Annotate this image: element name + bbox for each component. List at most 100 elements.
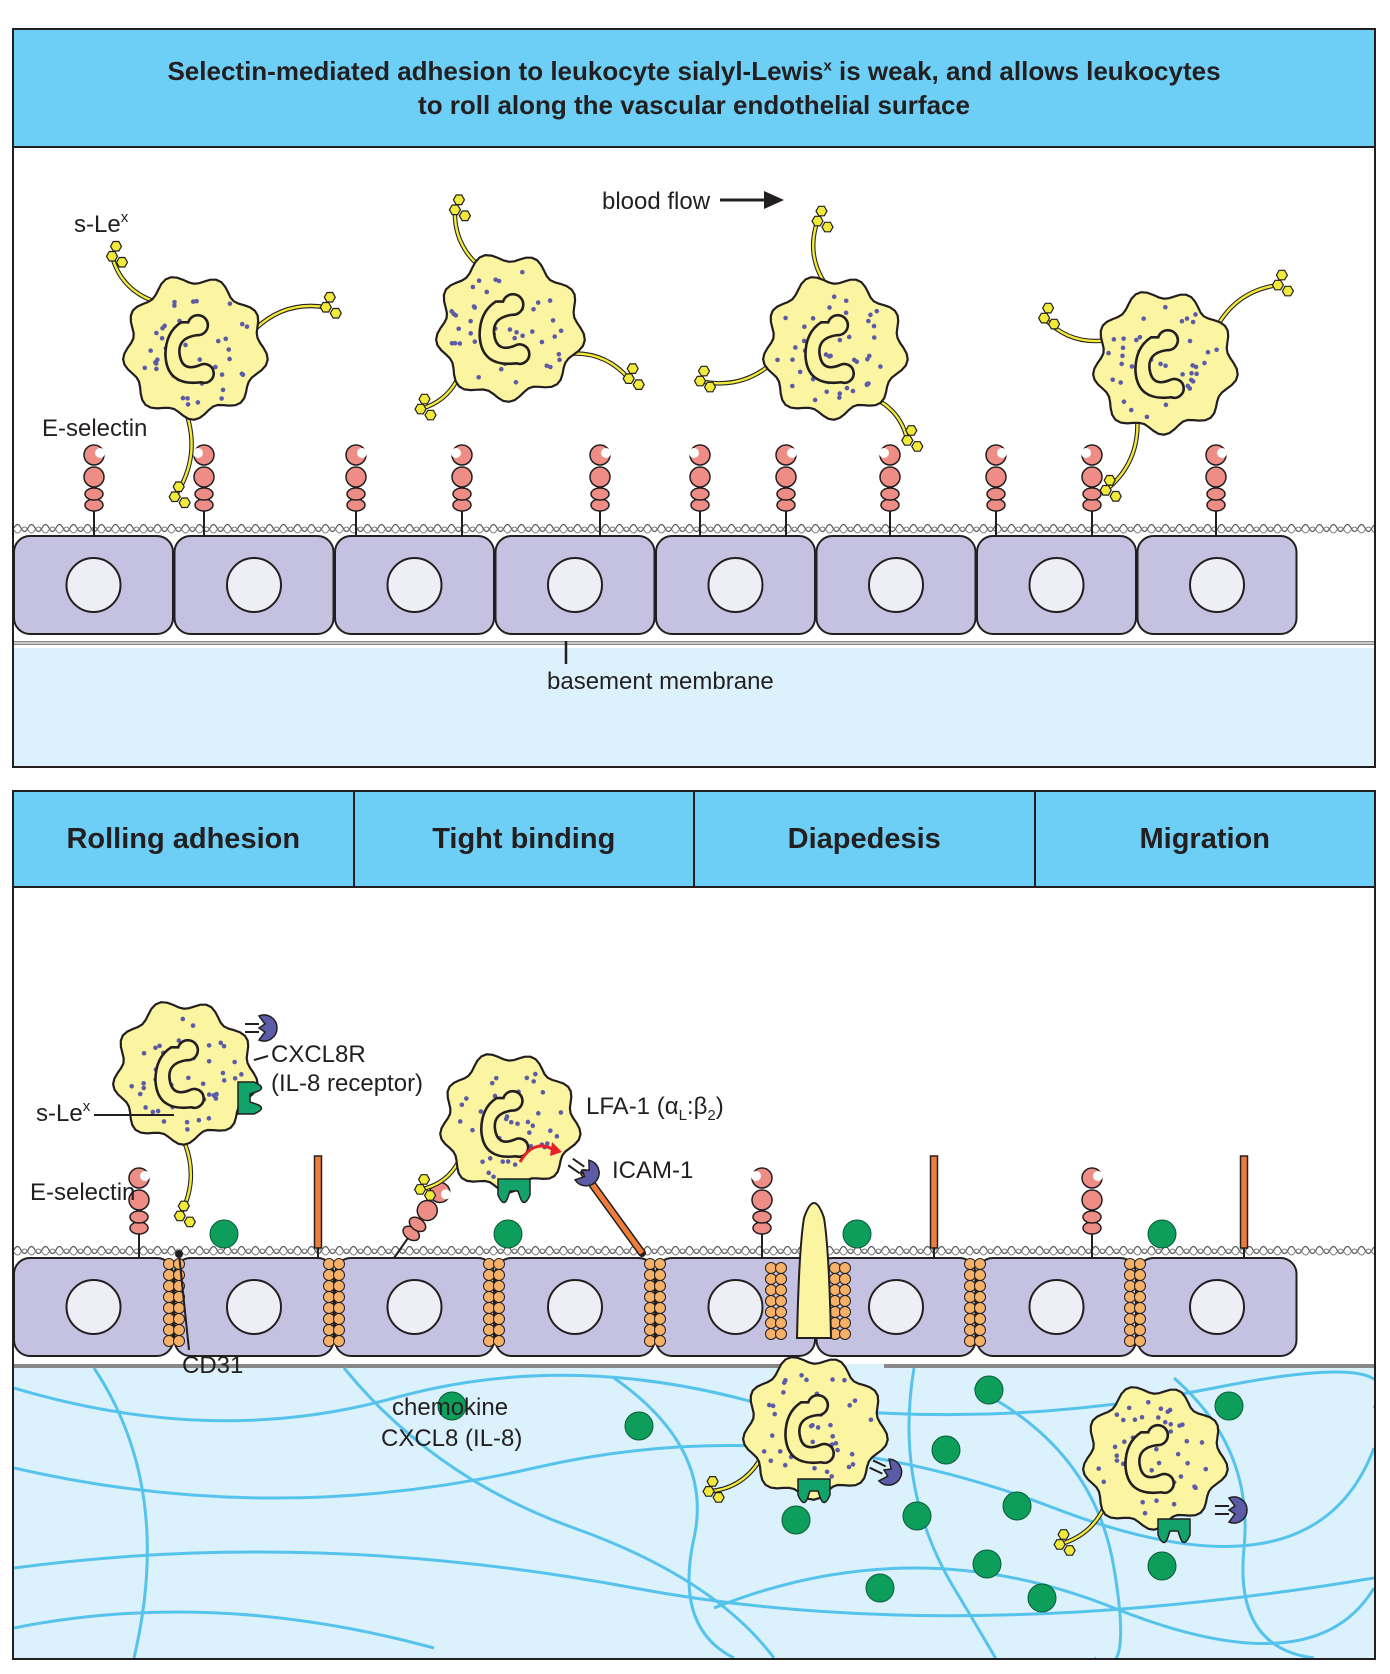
cd31-bead (163, 1324, 175, 1336)
stage-rolling-adhesion: Rolling adhesion (14, 792, 355, 886)
nucleus (65, 1279, 122, 1335)
selectin-repeat (1082, 1221, 1102, 1235)
granule (244, 324, 250, 329)
lfa1-integrin (869, 1458, 903, 1486)
selectin-domain (751, 1189, 773, 1211)
cd31-bead (333, 1291, 345, 1303)
cd31-bead (974, 1302, 986, 1314)
selectin-repeat (986, 487, 1006, 501)
granule (137, 1091, 143, 1097)
cd31-bead (1134, 1335, 1146, 1347)
nucleus (226, 1279, 282, 1335)
selectin-repeat (129, 1221, 149, 1235)
cd31-bead (974, 1335, 986, 1347)
nucleus (1189, 557, 1245, 613)
lectin-pocket (451, 448, 461, 458)
granule (457, 341, 463, 346)
granule (520, 269, 525, 275)
granule (459, 1102, 465, 1108)
granule (183, 342, 188, 348)
granule (148, 348, 153, 353)
granule (1139, 1414, 1145, 1420)
granule (1114, 1412, 1120, 1417)
cd31-bead (964, 1258, 976, 1270)
granule (159, 335, 165, 341)
cd31-pointer (178, 1253, 190, 1351)
granule (1111, 337, 1117, 342)
chemokine-label: chemokine (392, 1394, 508, 1421)
granule (808, 1423, 814, 1429)
e-selectin-group (83, 444, 1227, 535)
cd31-bead (483, 1291, 495, 1303)
stage-tight-binding: Tight binding (355, 792, 695, 886)
cd31-bead (654, 1335, 666, 1347)
lectin-pocket (1217, 448, 1227, 458)
sugar-hexagon (1103, 474, 1116, 486)
sugar-hexagon (911, 441, 924, 452)
chemokine-cxcl8 (1147, 1551, 1177, 1581)
cd31-bead (323, 1258, 335, 1270)
granule (515, 1121, 520, 1127)
slex-ligand (1214, 269, 1295, 328)
granule (793, 345, 798, 350)
stage-migration: Migration (1139, 822, 1271, 855)
nucleus (868, 1279, 924, 1335)
selectin-repeat (452, 487, 472, 501)
endothelial-cell (815, 1257, 977, 1357)
granule (200, 1081, 206, 1087)
basement-membrane-label: basement membrane (547, 668, 774, 695)
granule (143, 1105, 148, 1110)
granule (777, 1449, 783, 1454)
endothelial-cell (655, 535, 816, 635)
il8-receptor-label: (IL-8 receptor) (271, 1070, 423, 1097)
cd31-bead (775, 1328, 787, 1340)
granule (557, 357, 562, 363)
lectin-pocket (95, 448, 105, 458)
cd31-bead (654, 1313, 666, 1325)
granule (1185, 383, 1191, 389)
granule (1163, 304, 1168, 310)
chemokine-cxcl8 (1027, 1583, 1057, 1613)
sugar-hexagon (109, 240, 123, 252)
granule (141, 1085, 147, 1091)
granule (498, 366, 504, 372)
cd31-junctions (163, 1258, 1146, 1347)
granule (456, 326, 462, 332)
chemokine-cxcl8 (624, 1411, 654, 1441)
cd31-bead (964, 1291, 976, 1303)
granule (790, 383, 795, 389)
sugar-hexagon (622, 373, 635, 384)
matrix-fiber (713, 1566, 1374, 1646)
lobed-nucleus (1134, 328, 1185, 400)
granule (180, 1016, 186, 1022)
selectin-domain (416, 1199, 439, 1222)
stalk (393, 1237, 409, 1259)
surface-receptors (128, 1155, 1249, 1259)
icam1-vertical (1239, 1155, 1249, 1258)
lectin-pocket (1081, 448, 1091, 458)
granule (484, 289, 490, 295)
granule (1154, 1498, 1159, 1503)
granule (837, 337, 843, 343)
e-selectin (83, 444, 105, 535)
granule (868, 312, 873, 318)
granule (457, 1119, 463, 1124)
stage-diapedesis: Diapedesis (695, 792, 1036, 886)
cd31-bead (173, 1335, 185, 1347)
granule (1214, 347, 1219, 353)
chemokine-cxcl8 (493, 1219, 523, 1249)
lectin-pocket (751, 1171, 761, 1181)
sugar-hexagon (626, 363, 639, 374)
lectin-pocket (997, 448, 1007, 458)
granule (206, 1043, 212, 1048)
granule (1106, 350, 1111, 356)
granule (513, 379, 519, 385)
granule (220, 387, 226, 393)
granule (552, 334, 557, 339)
rolling-scene: blood flow s-Lex E-selectin basement mem… (14, 188, 1374, 766)
granule (449, 309, 454, 314)
cd31-bead (839, 1306, 851, 1318)
endothelial-cell (1136, 535, 1298, 635)
cd31-bead (654, 1291, 666, 1303)
cd31-bead (1134, 1302, 1146, 1314)
